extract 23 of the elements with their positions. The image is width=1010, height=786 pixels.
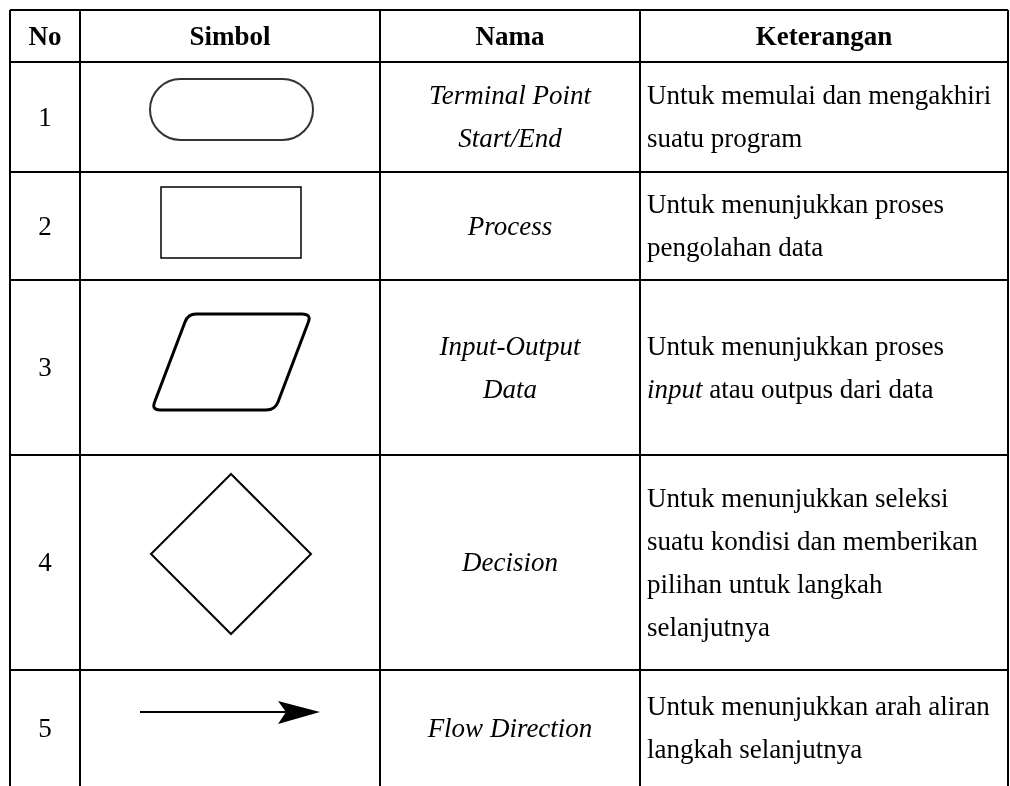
terminal-symbol <box>149 78 314 141</box>
symbol-name: Terminal Point Start/End <box>428 79 593 155</box>
description-text: Untuk menunjukkan arah aliran langkah selanjutnya <box>647 690 991 766</box>
description-text: Untuk memulai dan mengakhiri suatu program <box>647 79 993 155</box>
description-text: Untuk menunjukkan proses input atau outpus dari data <box>647 329 945 406</box>
symbol-name: Decision <box>462 546 558 579</box>
column-header: Keterangan <box>755 19 893 53</box>
column-header: Nama <box>475 19 545 53</box>
row-number: 5 <box>38 711 52 745</box>
input-output-symbol <box>152 312 311 412</box>
row-number: 1 <box>38 100 52 134</box>
description-text: Untuk menunjukkan seleksi suatu kondisi dan memberikan pilihan untuk langkah selanjutnya <box>647 481 979 644</box>
row-number: 3 <box>38 351 52 384</box>
column-header: No <box>28 19 62 53</box>
row-number: 2 <box>38 209 52 243</box>
symbol-name: Process <box>467 209 553 243</box>
symbol-name: Input-Output Data <box>438 329 582 406</box>
description-text: Untuk menunjukkan proses pengolahan data <box>647 188 945 264</box>
process-symbol <box>160 186 302 259</box>
decision-symbol <box>149 472 313 636</box>
row-number: 4 <box>38 546 52 579</box>
column-header: Simbol <box>189 19 271 53</box>
symbol-name: Flow Direction <box>427 711 593 745</box>
